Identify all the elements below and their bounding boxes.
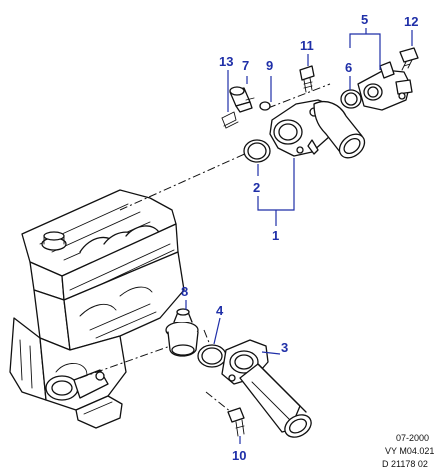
- callout-4: 4: [216, 303, 224, 318]
- callout-3: 3: [281, 340, 288, 355]
- callout-7: 7: [242, 58, 249, 73]
- bolt-lower: [227, 407, 245, 437]
- small-o-ring: [259, 101, 271, 111]
- reference-drawing: D 21178 02: [382, 459, 428, 469]
- o-ring-lower: [197, 344, 227, 368]
- callout-13: 13: [219, 54, 233, 69]
- assembly-line-sensor: [267, 83, 331, 109]
- assembly-line-upper: [119, 147, 259, 211]
- callout-8: 8: [181, 284, 188, 299]
- reference-code: VY M04.021: [385, 446, 434, 456]
- thermostat: [165, 308, 199, 357]
- temperature-sender: [229, 86, 255, 113]
- assembly-line-lower: [79, 343, 177, 379]
- engine-block: [9, 189, 185, 429]
- callout-5: 5: [361, 12, 368, 27]
- leader-lines: [185, 28, 413, 444]
- callouts: 1 2 3 4 5 6 7 8 9 10 11 12 13: [181, 12, 418, 463]
- callout-10: 10: [232, 448, 246, 463]
- bolt-upper: [299, 65, 315, 93]
- callout-1: 1: [272, 228, 279, 243]
- callout-9: 9: [266, 58, 273, 73]
- upper-thermostat-housing: [269, 99, 366, 159]
- o-ring-right: [340, 89, 362, 109]
- o-ring-upper: [243, 139, 271, 163]
- lower-thermostat-housing: [221, 339, 312, 438]
- adapter-housing: [357, 61, 413, 111]
- callout-11: 11: [300, 38, 314, 53]
- callout-6: 6: [345, 60, 352, 75]
- reference-date: 07-2000: [396, 433, 429, 443]
- reference-block: 07-2000 VY M04.021 D 21178 02: [382, 433, 434, 469]
- retaining-clip: [221, 111, 239, 129]
- callout-2: 2: [253, 180, 260, 195]
- sensor-bolt: [399, 47, 419, 71]
- callout-12: 12: [404, 14, 418, 29]
